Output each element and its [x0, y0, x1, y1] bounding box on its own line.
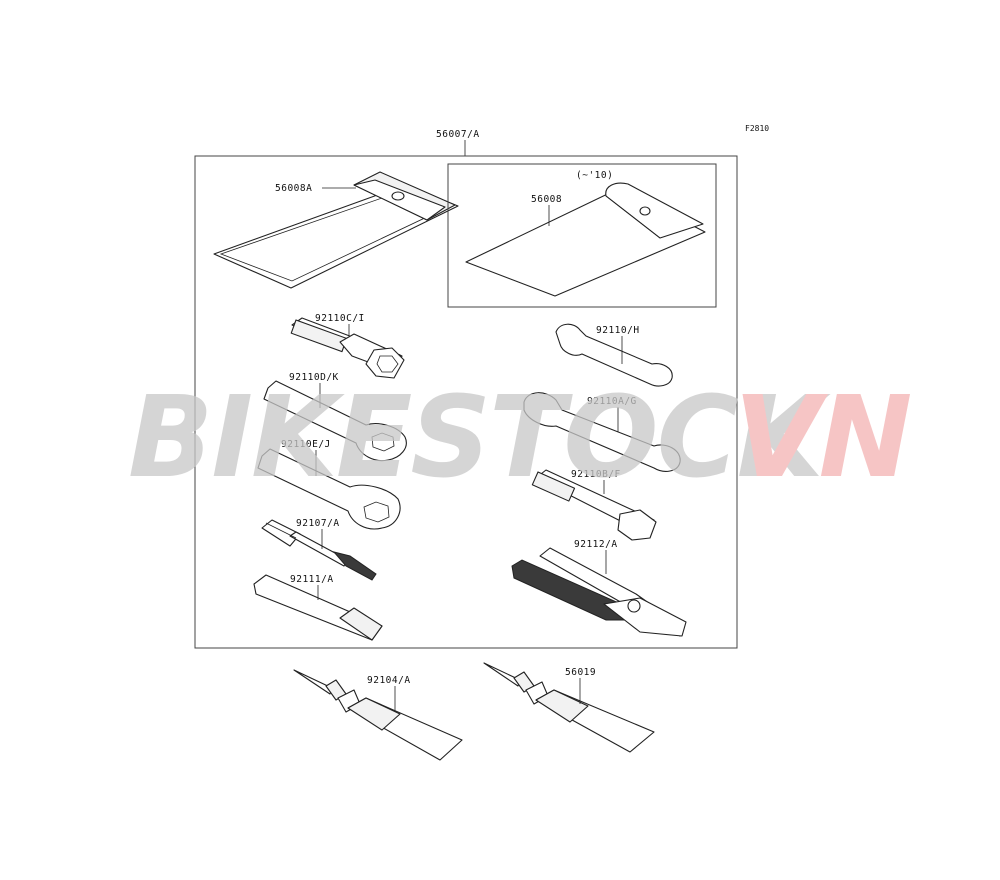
large-spanner-icon[interactable]: [523, 392, 681, 472]
label-screwdriver[interactable]: 92107/A: [296, 518, 340, 529]
box-wrench-icon[interactable]: [290, 317, 405, 379]
label-grease-tube[interactable]: 92104/A: [367, 675, 411, 686]
pliers-icon[interactable]: [511, 547, 687, 637]
grease-tube-icon[interactable]: [293, 669, 463, 761]
inset-frame: [447, 163, 717, 308]
label-ring-wrench-dk[interactable]: 92110D/K: [289, 372, 339, 383]
label-tool-kit[interactable]: 56007/A: [436, 129, 480, 140]
label-box-wrench[interactable]: 92110C/I: [315, 313, 365, 324]
label-tool-bag[interactable]: 56008: [531, 194, 562, 205]
ring-wrench-icon[interactable]: [263, 380, 407, 462]
offset-wrench-icon[interactable]: [257, 448, 401, 530]
label-pliers[interactable]: 92112/A: [574, 539, 618, 550]
label-sealant-tube[interactable]: 56019: [565, 667, 596, 678]
tool-bag-alt-icon[interactable]: [465, 182, 706, 297]
watermark-text-1: BIKESTOCK: [128, 373, 831, 503]
label-large-spanner[interactable]: 92110A/G: [587, 396, 637, 407]
inset-note[interactable]: (~'10): [576, 170, 613, 181]
handle-bar-icon[interactable]: [253, 574, 383, 641]
figure-code: F2810: [745, 124, 769, 133]
label-offset-wrench[interactable]: 92110E/J: [281, 439, 331, 450]
label-small-spanner[interactable]: 92110/H: [596, 325, 640, 336]
watermark-text-2: VN: [734, 373, 911, 503]
tool-kit-frame: [194, 155, 738, 649]
small-spanner-icon[interactable]: [555, 323, 673, 387]
label-handle-bar[interactable]: 92111/A: [290, 574, 334, 585]
watermark: BIKESTOCK VN: [128, 373, 913, 503]
box-wrench-b-icon[interactable]: [531, 469, 657, 541]
label-tool-bag-a[interactable]: 56008A: [275, 183, 312, 194]
label-box-wrench-b[interactable]: 92110B/F: [571, 469, 621, 480]
screwdriver-icon[interactable]: [261, 519, 377, 581]
sealant-tube-icon[interactable]: [483, 662, 655, 753]
tool-bag-icon[interactable]: [213, 171, 459, 289]
